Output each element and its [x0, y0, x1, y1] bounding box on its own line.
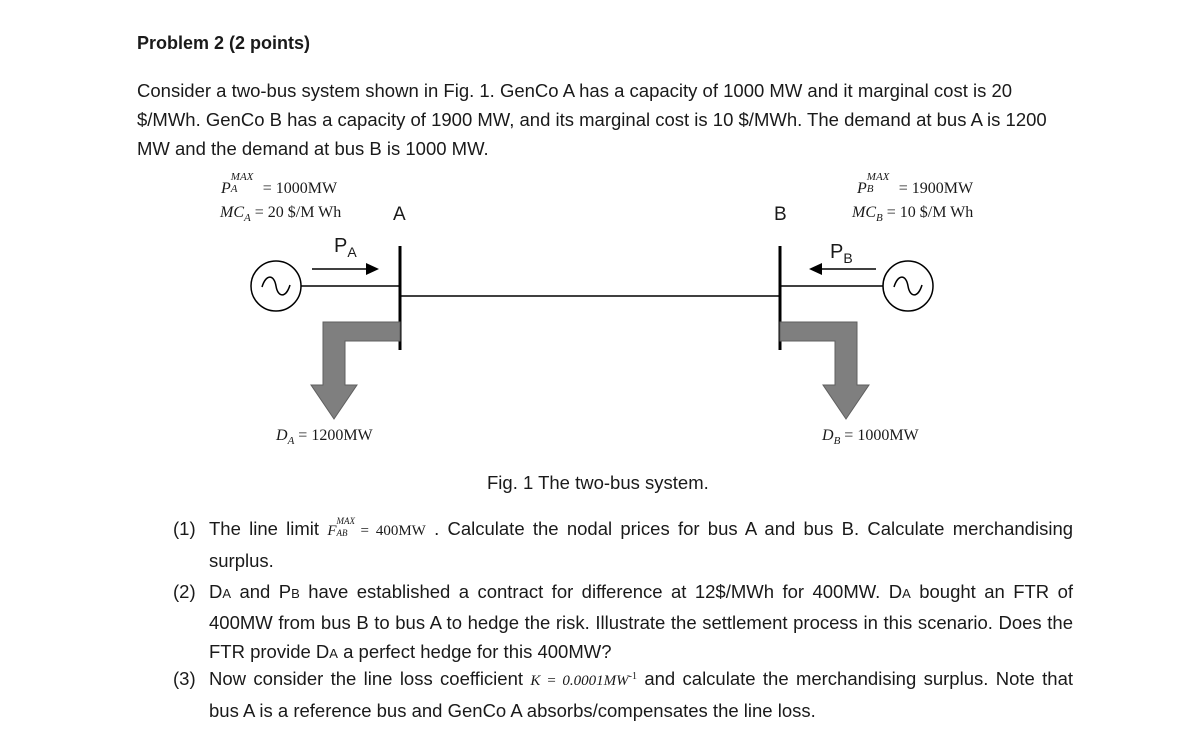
generator-a-sine [261, 276, 291, 296]
gen-b-mc-label: MCB = 10 $/M Wh [852, 204, 974, 225]
flow-a-arrowhead-icon [366, 263, 379, 275]
demand-b-label: DB = 1000MW [822, 427, 919, 448]
loss-coefficient-expression: K = 0.0001MW-1 [530, 671, 637, 690]
problem-title: Problem 2 (2 points) [137, 33, 311, 53]
bus-b-label: B [774, 204, 787, 225]
flow-b-label: PB [830, 241, 853, 266]
question-2: (2) DA and PB have established a contrac… [173, 577, 1073, 668]
demand-a-label: DA = 1200MW [276, 427, 373, 448]
bus-a-label: A [393, 204, 406, 225]
generator-b-icon [882, 260, 934, 312]
problem-intro: Consider a two-bus system shown in Fig. … [137, 80, 1047, 159]
gen-a-mc-label: MCA = 20 $/M Wh [220, 204, 342, 225]
question-1-text-a: The line limit [209, 518, 320, 539]
question-2-number: (2) [173, 581, 196, 602]
generator-b-sine [893, 276, 923, 296]
question-3-text-b: and calculate the merchandising surplus.… [209, 668, 1073, 721]
question-3-number: (3) [173, 668, 196, 689]
question-1-number: (1) [173, 518, 196, 539]
demand-b-arrow-icon [779, 321, 870, 420]
question-3-text-a: Now consider the line loss coefficient [209, 668, 524, 689]
question-3: (3) Now consider the line loss coefficie… [173, 664, 1073, 725]
figure-caption: Fig. 1 The two-bus system. [487, 472, 709, 493]
flow-a-label: PA [334, 235, 357, 260]
flow-b-arrowhead-icon [809, 263, 822, 275]
question-1-text-b: . Calculate the nodal prices for bus A a… [209, 518, 1074, 571]
demand-a-arrow-icon [310, 321, 401, 420]
